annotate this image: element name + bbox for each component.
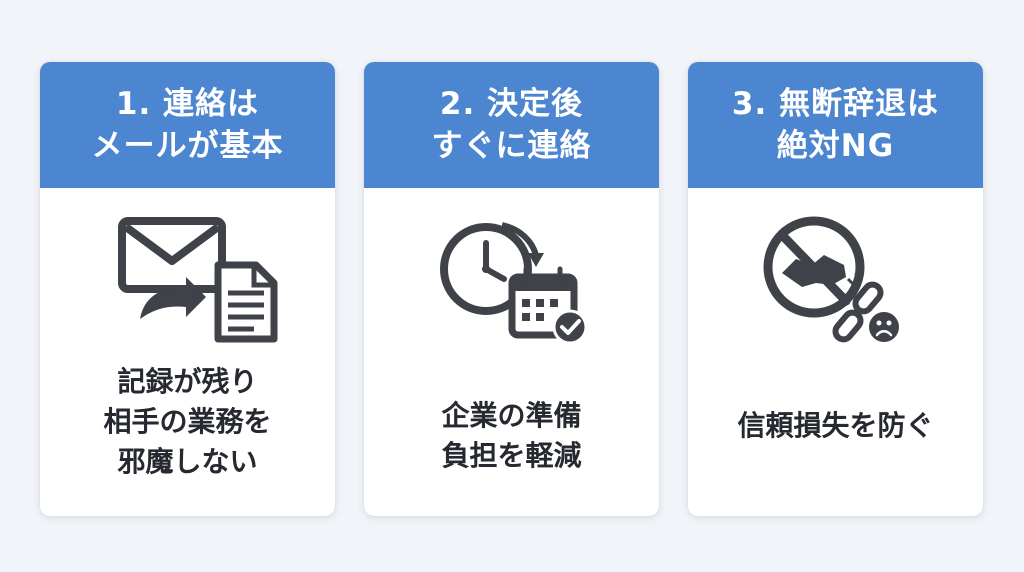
email-illustration <box>117 216 277 342</box>
calendar-check-icon <box>508 266 587 344</box>
card-body-line: 記録が残り <box>117 365 258 398</box>
card-body: 記録が残り 相手の業務を 邪魔しない <box>40 362 335 482</box>
card-body: 企業の準備 負担を軽減 <box>364 396 659 476</box>
card-header: 1. 連絡は メールが基本 <box>40 62 335 188</box>
card-header: 2. 決定後 すぐに連絡 <box>364 62 659 188</box>
broken-chain-icon <box>832 272 883 342</box>
envelope-icon <box>117 216 226 293</box>
card-body-line: 負担を軽減 <box>441 439 582 472</box>
card-title-line: 2. 決定後 <box>439 86 584 122</box>
card-body-line: 邪魔しない <box>117 445 258 478</box>
card-contact-soon: 2. 決定後 すぐに連絡 <box>364 62 659 516</box>
no-handshake-icon <box>763 216 864 317</box>
card-title-line: メールが基本 <box>91 128 284 164</box>
card-title-line: 絶対NG <box>776 128 895 164</box>
schedule-illustration <box>439 221 587 344</box>
card-body-line: 企業の準備 <box>441 399 582 432</box>
card-body: 信頼損失を防ぐ <box>688 406 983 446</box>
icon-area <box>688 212 983 352</box>
card-email: 1. 連絡は メールが基本 <box>40 62 335 516</box>
card-title-line: 3. 無断辞退は <box>731 86 940 122</box>
card-body-line: 信頼損失を防ぐ <box>737 409 934 442</box>
clock-icon <box>439 221 544 315</box>
sad-face-icon <box>868 311 899 342</box>
trust-illustration <box>763 216 899 342</box>
card-title-line: 1. 連絡は <box>115 86 260 122</box>
icon-area <box>40 212 335 352</box>
icon-area <box>364 212 659 352</box>
card-title-line: すぐに連絡 <box>431 128 592 164</box>
arrow-right-icon <box>139 276 206 319</box>
card-header: 3. 無断辞退は 絶対NG <box>688 62 983 188</box>
card-body-line: 相手の業務を <box>103 405 272 438</box>
document-icon <box>214 261 277 342</box>
card-no-cancel: 3. 無断辞退は 絶対NG <box>688 62 983 516</box>
